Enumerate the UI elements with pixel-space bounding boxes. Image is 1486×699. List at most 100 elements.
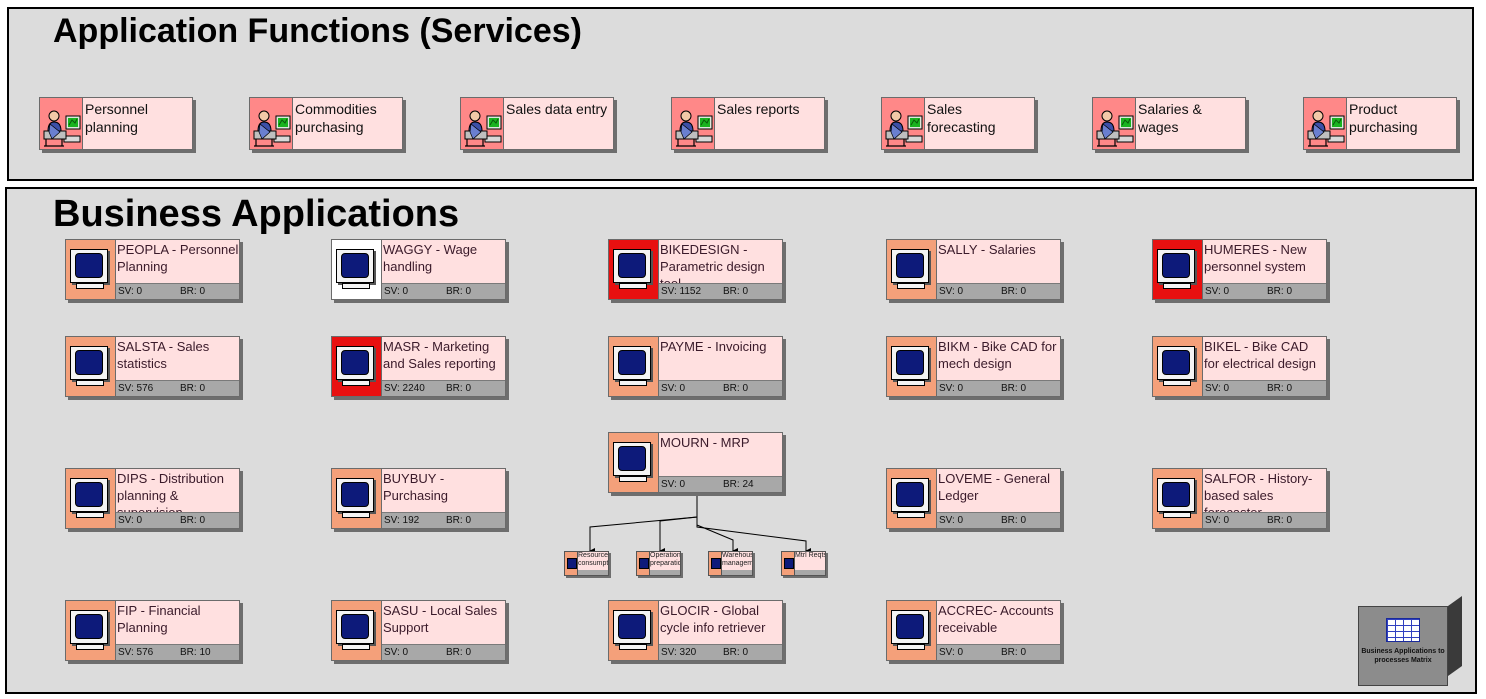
- application-card[interactable]: LOVEME - General Ledger SV: 0 BR: 0: [886, 468, 1064, 532]
- function-label: Personnel planning: [85, 101, 149, 135]
- function-label: Commodities purchasing: [295, 101, 377, 135]
- br-count: BR: 0: [180, 515, 206, 526]
- br-count: BR: 0: [723, 286, 749, 297]
- sv-count: SV: 0: [118, 515, 143, 526]
- br-count: BR: 0: [180, 383, 206, 394]
- sv-count: SV: 0: [118, 286, 143, 297]
- application-card[interactable]: FIP - Financial Planning SV: 576 BR: 10: [65, 600, 243, 664]
- br-count: BR: 0: [1001, 515, 1027, 526]
- br-count: BR: 0: [446, 647, 472, 658]
- sv-count: SV: 576: [118, 383, 154, 394]
- application-metrics: SV: 0 BR: 0: [937, 380, 1060, 396]
- subsystem-card[interactable]: Operations preparation: [636, 551, 683, 578]
- br-count: BR: 0: [1001, 383, 1027, 394]
- application-metrics: SV: 320 BR: 0: [659, 644, 782, 660]
- br-count: BR: 10: [180, 647, 211, 658]
- application-metrics: SV: 0 BR: 0: [116, 512, 239, 528]
- application-card[interactable]: BIKM - Bike CAD for mech design SV: 0 BR…: [886, 336, 1064, 400]
- application-card[interactable]: HUMERES - New personnel system SV: 0 BR:…: [1152, 239, 1330, 303]
- application-label: BIKEL - Bike CAD for electrical design: [1204, 339, 1316, 371]
- br-count: BR: 0: [1267, 515, 1293, 526]
- application-metrics: SV: 0 BR: 0: [659, 380, 782, 396]
- subsystem-label: Resource consumpt: [578, 552, 609, 567]
- application-card[interactable]: DIPS - Distribution planning & supervisi…: [65, 468, 243, 532]
- sv-count: SV: 0: [661, 383, 686, 394]
- monitor-icon: [891, 610, 929, 650]
- application-card[interactable]: BUYBUY - Purchasing SV: 192 BR: 0: [331, 468, 509, 532]
- function-card[interactable]: Personnel planning: [39, 97, 196, 153]
- application-card[interactable]: SALSTA - Sales statistics SV: 576 BR: 0: [65, 336, 243, 400]
- monitor-icon: [613, 610, 651, 650]
- monitor-icon: [336, 249, 374, 289]
- function-label: Product purchasing: [1349, 101, 1418, 135]
- application-card[interactable]: PAYME - Invoicing SV: 0 BR: 0: [608, 336, 786, 400]
- function-card[interactable]: Sales data entry: [460, 97, 617, 153]
- application-label: DIPS - Distribution planning & supervisi…: [117, 471, 224, 513]
- function-card[interactable]: Sales reports: [671, 97, 828, 153]
- sv-count: SV: 0: [384, 286, 409, 297]
- monitor-icon: [1157, 478, 1195, 518]
- application-label: SALSTA - Sales statistics: [117, 339, 210, 371]
- application-metrics: SV: 0 BR: 0: [382, 283, 505, 299]
- application-metrics: SV: 0 BR: 0: [116, 283, 239, 299]
- application-status-swatch: [609, 240, 659, 299]
- application-status-swatch: [609, 433, 659, 492]
- application-status-swatch: [609, 601, 659, 660]
- function-card[interactable]: Product purchasing: [1303, 97, 1460, 153]
- application-status-swatch: [332, 337, 382, 396]
- application-status-swatch: [66, 469, 116, 528]
- matrix-button[interactable]: Business Applications to processes Matri…: [1358, 596, 1462, 686]
- person-at-computer-icon: [1304, 98, 1347, 149]
- application-status-swatch: [1153, 469, 1203, 528]
- application-card[interactable]: GLOCIR - Global cycle info retriever SV:…: [608, 600, 786, 664]
- subsystem-label: Operations preparation: [650, 552, 681, 567]
- br-count: BR: 0: [723, 647, 749, 658]
- application-card[interactable]: BIKEL - Bike CAD for electrical design S…: [1152, 336, 1330, 400]
- application-metrics: SV: 0 BR: 0: [937, 512, 1060, 528]
- monitor-icon: [70, 346, 108, 386]
- application-card[interactable]: MASR - Marketing and Sales reporting SV:…: [331, 336, 509, 400]
- subsystem-card[interactable]: Resource consumpt: [564, 551, 611, 578]
- function-card[interactable]: Commodities purchasing: [249, 97, 406, 153]
- function-label: Sales data entry: [506, 101, 608, 117]
- application-card[interactable]: SALFOR - History-based sales forecaster …: [1152, 468, 1330, 532]
- application-status-swatch: [887, 240, 937, 299]
- monitor-icon: [891, 346, 929, 386]
- application-label: GLOCIR - Global cycle info retriever: [660, 603, 766, 635]
- monitor-icon: [1157, 346, 1195, 386]
- application-card[interactable]: PEOPLA - Personnel Planning SV: 0 BR: 0: [65, 239, 243, 303]
- function-label: Sales forecasting: [927, 101, 996, 135]
- person-at-computer-icon: [1093, 98, 1136, 149]
- subsystem-label: Warehous managem: [722, 552, 753, 567]
- application-card[interactable]: MOURN - MRP SV: 0 BR: 24: [608, 432, 786, 496]
- application-metrics: SV: 2240 BR: 0: [382, 380, 505, 396]
- sv-count: SV: 0: [1205, 515, 1230, 526]
- application-status-swatch: [332, 469, 382, 528]
- matrix-grid-icon: [1386, 618, 1420, 642]
- monitor-icon: [70, 249, 108, 289]
- application-label: HUMERES - New personnel system: [1204, 242, 1307, 274]
- application-metrics: SV: 0 BR: 0: [937, 644, 1060, 660]
- application-card[interactable]: SASU - Local Sales Support SV: 0 BR: 0: [331, 600, 509, 664]
- application-card[interactable]: WAGGY - Wage handling SV: 0 BR: 0: [331, 239, 509, 303]
- monitor-icon: [613, 442, 651, 482]
- application-card[interactable]: SALLY - Salaries SV: 0 BR: 0: [886, 239, 1064, 303]
- application-metrics: SV: 1152 BR: 0: [659, 283, 782, 299]
- function-label: Sales reports: [717, 101, 800, 117]
- application-status-swatch: [332, 601, 382, 660]
- monitor-icon: [709, 552, 722, 575]
- application-card[interactable]: BIKEDESIGN - Parametric design tool SV: …: [608, 239, 786, 303]
- monitor-icon: [336, 610, 374, 650]
- application-label: LOVEME - General Ledger: [938, 471, 1050, 503]
- function-card[interactable]: Sales forecasting: [881, 97, 1038, 153]
- application-card[interactable]: ACCREC- Accounts receivable SV: 0 BR: 0: [886, 600, 1064, 664]
- subsystem-card[interactable]: Warehous managem: [708, 551, 755, 578]
- sv-count: SV: 0: [661, 479, 686, 490]
- monitor-icon: [565, 552, 578, 575]
- function-card[interactable]: Salaries & wages: [1092, 97, 1249, 153]
- application-status-swatch: [1153, 337, 1203, 396]
- br-count: BR: 0: [180, 286, 206, 297]
- subsystem-card[interactable]: Mtrl Reqts: [781, 551, 828, 578]
- person-at-computer-icon: [672, 98, 715, 149]
- br-count: BR: 0: [723, 383, 749, 394]
